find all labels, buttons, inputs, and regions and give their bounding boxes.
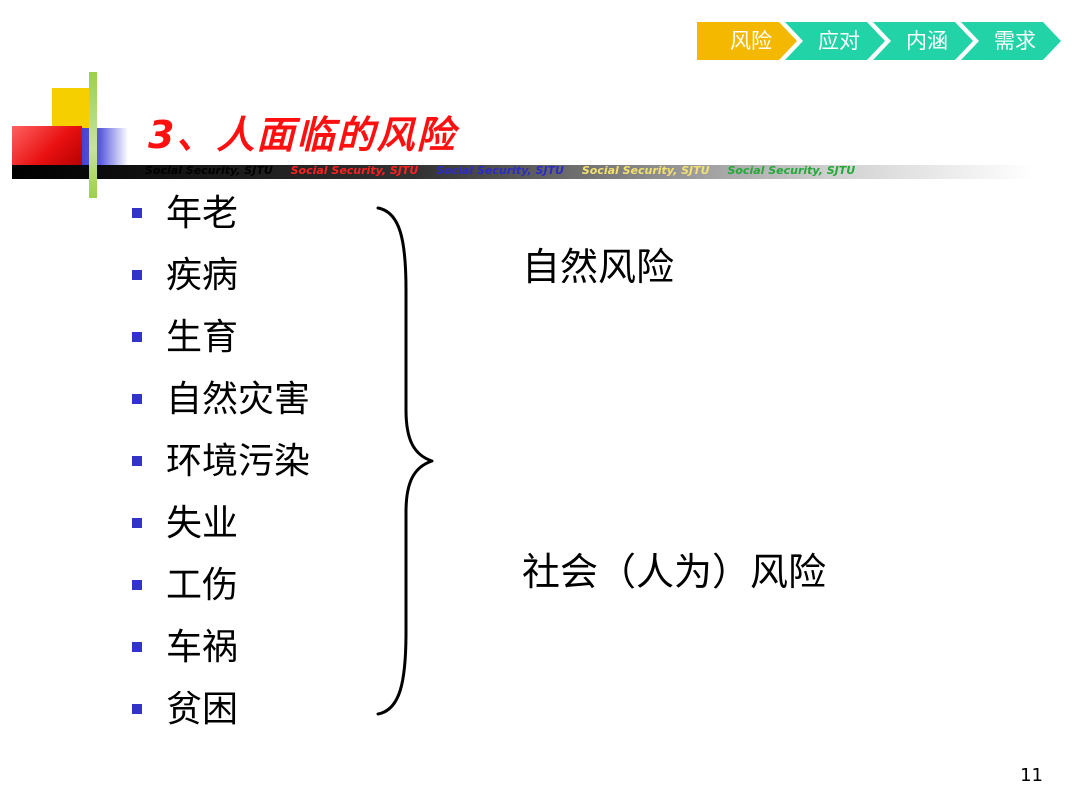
list-item-text: 自然灾害 (166, 379, 311, 420)
tagline-text: Social Security, SJTU (290, 164, 419, 177)
list-item: 失业 (132, 498, 310, 560)
tagline-text: Social Security, SJTU (727, 164, 856, 177)
nav-step-label: 需求 (994, 29, 1036, 53)
page-number: 11 (1020, 765, 1043, 786)
bullet-square-icon (132, 518, 142, 528)
list-item: 车祸 (132, 622, 310, 684)
list-item: 年老 (132, 188, 310, 250)
list-item-text: 生育 (166, 317, 239, 358)
bullet-square-icon (132, 704, 142, 714)
nav-step-demand[interactable]: 需求 (961, 22, 1061, 60)
section-nav: 风险 应对 内涵 需求 (697, 22, 1072, 60)
list-item-text: 疾病 (166, 255, 239, 296)
bullet-square-icon (132, 456, 142, 466)
list-item-text: 失业 (166, 503, 239, 544)
bullet-square-icon (132, 270, 142, 280)
decor-green-bar (89, 72, 97, 198)
natural-risk-label: 自然风险 (522, 245, 675, 289)
bullet-square-icon (132, 332, 142, 342)
list-item: 疾病 (132, 250, 310, 312)
list-item: 贫困 (132, 684, 310, 746)
risk-list: 年老 疾病 生育 自然灾害 环境污染 失业 工伤 车祸 贫困 (132, 188, 310, 746)
slide-title: 3、人面临的风险 (148, 113, 457, 157)
social-risk-label: 社会（人为）风险 (522, 550, 827, 594)
list-item-text: 环境污染 (166, 441, 311, 482)
nav-step-label: 应对 (818, 29, 860, 53)
tagline-text: Social Security, SJTU (436, 164, 564, 177)
nav-step-label: 风险 (730, 29, 772, 53)
nav-step-risk[interactable]: 风险 (697, 22, 797, 60)
list-item-text: 贫困 (166, 689, 239, 730)
curly-brace-icon (376, 206, 434, 716)
nav-step-response[interactable]: 应对 (785, 22, 885, 60)
list-item-text: 工伤 (166, 565, 239, 606)
list-item: 环境污染 (132, 436, 310, 498)
decor-red-block (12, 126, 82, 170)
list-item-text: 车祸 (166, 627, 239, 668)
bullet-square-icon (132, 642, 142, 652)
bullet-square-icon (132, 208, 142, 218)
bullet-square-icon (132, 580, 142, 590)
tagline-strip: Social Security, SJTU Social Security, S… (145, 161, 869, 181)
list-item-text: 年老 (166, 193, 239, 234)
list-item: 自然灾害 (132, 374, 310, 436)
decor-header-rule (12, 165, 1032, 179)
nav-step-connotation[interactable]: 内涵 (873, 22, 973, 60)
tagline-text: Social Security, SJTU (581, 164, 710, 177)
nav-step-label: 内涵 (906, 29, 948, 53)
list-item: 工伤 (132, 560, 310, 622)
bullet-square-icon (132, 394, 142, 404)
list-item: 生育 (132, 312, 310, 374)
tagline-text: Social Security, SJTU (145, 164, 273, 177)
